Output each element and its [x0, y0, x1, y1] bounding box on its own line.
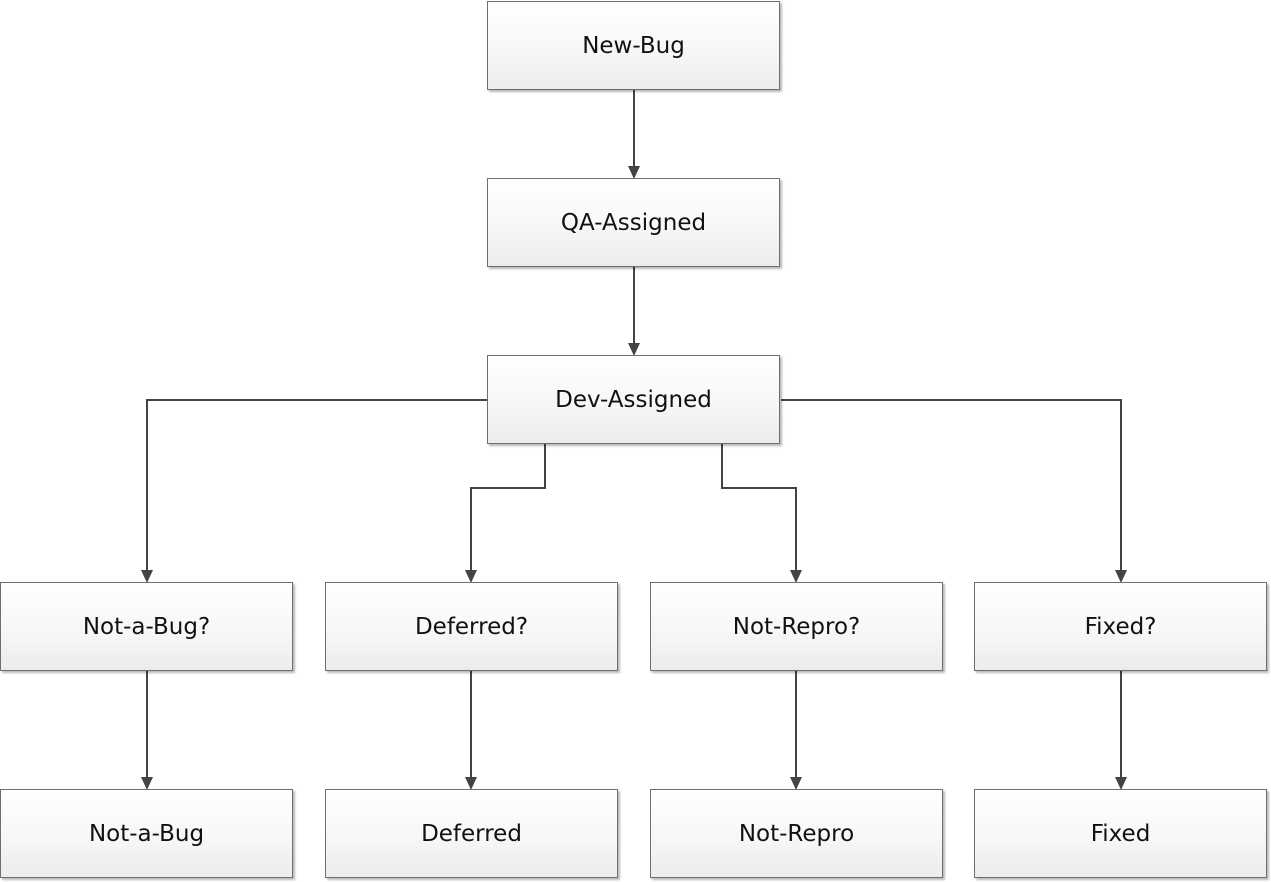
arrowhead-fixed [1115, 777, 1127, 790]
node-not-repro: Not-Repro [650, 789, 943, 878]
node-not-a-bug-q: Not-a-Bug? [0, 582, 293, 671]
edge-dev-assigned-to-not-repro-q [721, 444, 797, 572]
node-dev-assigned: Dev-Assigned [487, 355, 780, 444]
node-label-deferred: Deferred [421, 820, 522, 847]
node-deferred-q: Deferred? [325, 582, 618, 671]
arrowhead-fixed-q [1115, 570, 1127, 583]
node-label-deferred-q: Deferred? [414, 613, 529, 640]
node-not-repro-q: Not-Repro? [650, 582, 943, 671]
arrowhead-dev-assigned [628, 343, 640, 356]
node-label-not-repro: Not-Repro [738, 820, 855, 847]
edge-dev-assigned-to-fixed-q [781, 399, 1122, 572]
node-deferred: Deferred [325, 789, 618, 878]
arrowhead-not-a-bug [141, 777, 153, 790]
node-label-not-a-bug: Not-a-Bug [88, 820, 205, 847]
node-qa-assigned: QA-Assigned [487, 178, 780, 267]
arrowhead-not-a-bug-q [141, 570, 153, 583]
node-label-fixed-q: Fixed? [1084, 613, 1157, 640]
node-label-not-repro-q: Not-Repro? [732, 613, 861, 640]
node-label-qa-assigned: QA-Assigned [560, 209, 707, 236]
node-label-new-bug: New-Bug [582, 32, 685, 59]
arrowhead-not-repro-q [790, 570, 802, 583]
node-fixed: Fixed [974, 789, 1267, 878]
node-label-dev-assigned: Dev-Assigned [555, 386, 712, 413]
node-fixed-q: Fixed? [974, 582, 1267, 671]
arrowhead-not-repro [790, 777, 802, 790]
node-new-bug: New-Bug [487, 1, 780, 90]
edge-dev-assigned-to-not-a-bug-q [146, 399, 487, 572]
arrowhead-qa-assigned [628, 166, 640, 179]
node-label-not-a-bug-q: Not-a-Bug? [82, 613, 211, 640]
edge-dev-assigned-to-deferred-q [470, 444, 546, 572]
node-label-fixed: Fixed [1090, 820, 1151, 847]
arrowhead-deferred-q [465, 570, 477, 583]
node-not-a-bug: Not-a-Bug [0, 789, 293, 878]
arrowhead-deferred [465, 777, 477, 790]
